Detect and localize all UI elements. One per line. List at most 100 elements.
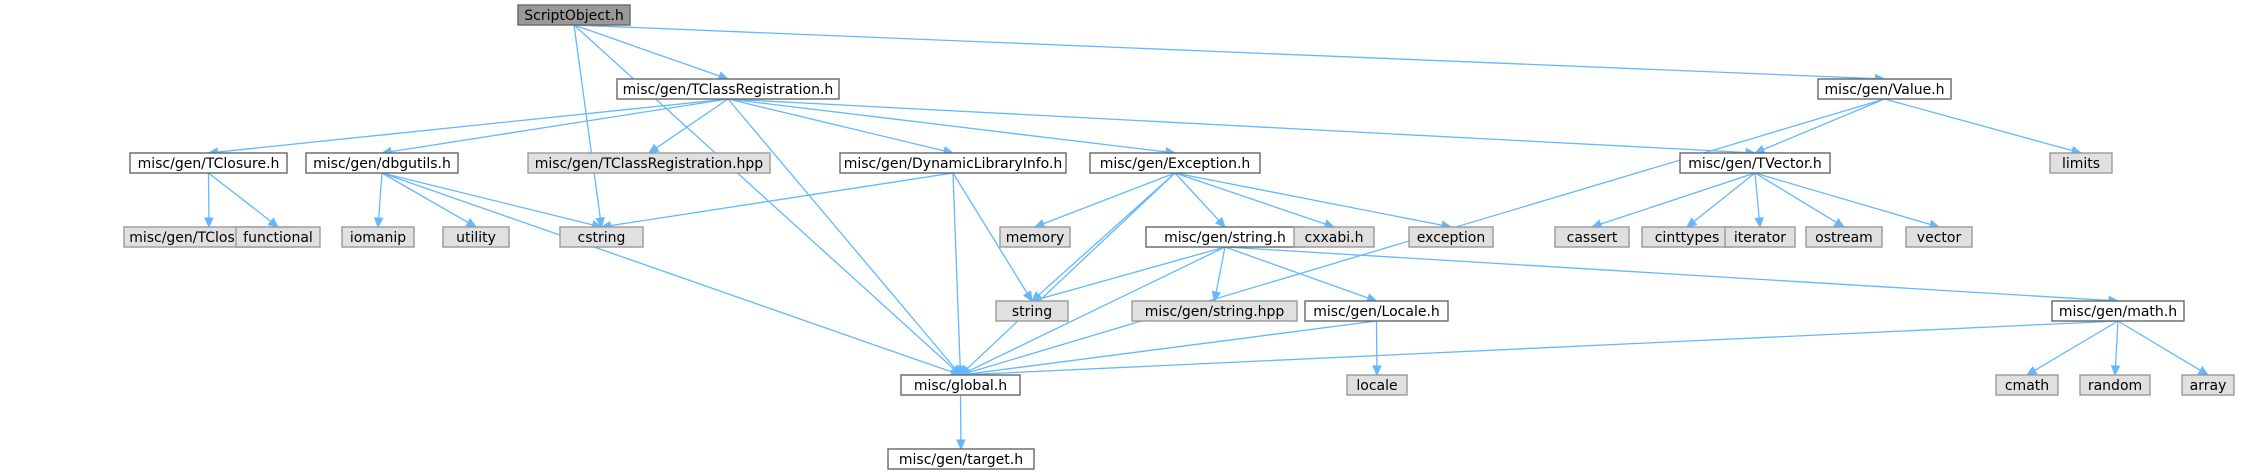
node-box [2181, 374, 2235, 396]
node-label: string [1012, 304, 1052, 320]
node-cxxabi: cxxabi.h [1293, 226, 1375, 248]
node-value[interactable]: misc/gen/Value.h [1817, 78, 1952, 100]
node-dbgutils[interactable]: misc/gen/dbgutils.h [305, 152, 459, 174]
node-label: ScriptObject.h [524, 8, 624, 24]
arrowhead-icon [1686, 217, 1698, 228]
node-stringhpp: misc/gen/string.hpp [1131, 300, 1298, 322]
edge-exception_h-to-memory [1033, 172, 1176, 229]
node-box [1304, 300, 1449, 322]
node-locale_h[interactable]: misc/gen/Locale.h [1304, 300, 1449, 322]
edge-line [1763, 98, 1885, 151]
node-box [1293, 226, 1375, 248]
node-iomanip: iomanip [341, 226, 415, 248]
edge-tclassreg-to-tclassreghpp [647, 98, 729, 154]
node-label: misc/gen/math.h [2059, 304, 2177, 320]
edge-line [2117, 320, 2201, 371]
node-box [442, 226, 510, 248]
edge-line [1754, 172, 1931, 226]
node-label: functional [243, 230, 313, 246]
edge-exception_h-to-cxxabi [1174, 172, 1336, 229]
node-utility: utility [442, 226, 510, 248]
edge-exception_h-to-exception [1174, 172, 1453, 230]
node-tclosure[interactable]: misc/gen/TClosure.h [129, 152, 288, 174]
edge-string_h-to-math_h [1224, 246, 2120, 306]
node-label: vector [1917, 230, 1962, 246]
node-box [527, 152, 771, 174]
node-label: cinttypes [1655, 230, 1720, 246]
node-tvector[interactable]: misc/gen/TVector.h [1679, 152, 1831, 174]
edge-math_h-to-cmath [2025, 320, 2119, 376]
node-label: cmath [2005, 378, 2049, 394]
arrowhead-icon [2110, 365, 2121, 377]
edge-tclassreg-to-global [727, 98, 962, 376]
edge-line [610, 172, 954, 227]
node-label: exception [1417, 230, 1485, 246]
edge-dynlib-to-cstring [600, 172, 954, 231]
arrowhead-icon [1372, 365, 1382, 377]
edge-string_h-to-stringhpp [1211, 246, 1226, 303]
node-cinttypes: cinttypes [1641, 226, 1733, 248]
edge-tvector-to-cassert [1590, 172, 1756, 229]
node-label: random [2088, 378, 2142, 394]
edge-line [968, 246, 1226, 372]
node-label: misc/gen/Value.h [1824, 82, 1944, 98]
node-label: array [2190, 378, 2227, 394]
node-label: misc/gen/TClosure.h [138, 156, 280, 172]
node-box [559, 226, 644, 248]
node-global[interactable]: misc/global.h [900, 374, 1021, 396]
edge-line [969, 320, 1377, 375]
arrowhead-icon [2197, 366, 2210, 376]
edge-tvector-to-iterator [1754, 172, 1764, 229]
node-box [1408, 226, 1494, 248]
node-string_h[interactable]: misc/gen/string.h [1145, 226, 1305, 248]
node-dynlib[interactable]: misc/gen/DynamicLibraryInfo.h [839, 152, 1067, 174]
edge-dynlib-to-global [952, 172, 965, 377]
edge-line [952, 172, 961, 367]
node-box [1554, 226, 1630, 248]
node-cassert: cassert [1554, 226, 1630, 248]
node-iterator: iterator [1724, 226, 1796, 248]
arrowhead-icon [1022, 290, 1033, 303]
nodes-layer: ScriptObject.h misc/gen/TClassRegistratio… [123, 4, 2235, 470]
node-tclassreg[interactable]: misc/gen/TClassRegistration.h [616, 78, 840, 100]
node-label: misc/gen/Exception.h [1100, 156, 1251, 172]
edge-tclassreg-to-exception_h [727, 98, 1177, 157]
edge-exception_h-to-global [959, 172, 1176, 376]
edge-tclosure-to-functional [208, 172, 279, 228]
edge-tclassreg-to-dbgutils [380, 98, 729, 157]
node-box [1905, 226, 1973, 248]
node-label: memory [1006, 230, 1065, 246]
node-box [1805, 226, 1883, 248]
edge-line [217, 98, 729, 153]
edge-math_h-to-random [2110, 320, 2121, 377]
node-scriptobject[interactable]: ScriptObject.h [517, 4, 631, 26]
node-label: utility [456, 230, 496, 246]
arrowhead-icon [595, 216, 605, 229]
node-cmath: cmath [1995, 374, 2059, 396]
edge-line [656, 98, 729, 149]
edge-line [573, 24, 955, 370]
node-target[interactable]: misc/gen/target.h [887, 448, 1035, 470]
edge-locale_h-to-locale [1372, 320, 1382, 377]
node-box [1817, 78, 1952, 100]
node-label: limits [2062, 156, 2100, 172]
edge-line [1224, 246, 2110, 302]
edge-line [1754, 172, 1837, 223]
edge-line [1040, 246, 1226, 300]
node-math_h[interactable]: misc/gen/math.h [2051, 300, 2185, 322]
node-box [1089, 152, 1261, 174]
edge-tclassreg-to-tvector [727, 98, 1757, 158]
edge-tvector-to-ostream [1754, 172, 1846, 228]
node-label: misc/gen/Locale.h [1313, 304, 1440, 320]
edge-line [966, 172, 1176, 370]
edge-line [573, 24, 1876, 80]
edge-line [1884, 98, 2073, 152]
edge-exception_h-to-string_h [1174, 172, 1226, 228]
edge-line [727, 98, 956, 369]
node-label: locale [1356, 378, 1397, 394]
edge-line [1215, 246, 1226, 293]
arrowhead-icon [1211, 290, 1221, 303]
edge-tvector-to-vector [1754, 172, 1941, 229]
node-cstring: cstring [559, 226, 644, 248]
node-exception_h[interactable]: misc/gen/Exception.h [1089, 152, 1261, 174]
